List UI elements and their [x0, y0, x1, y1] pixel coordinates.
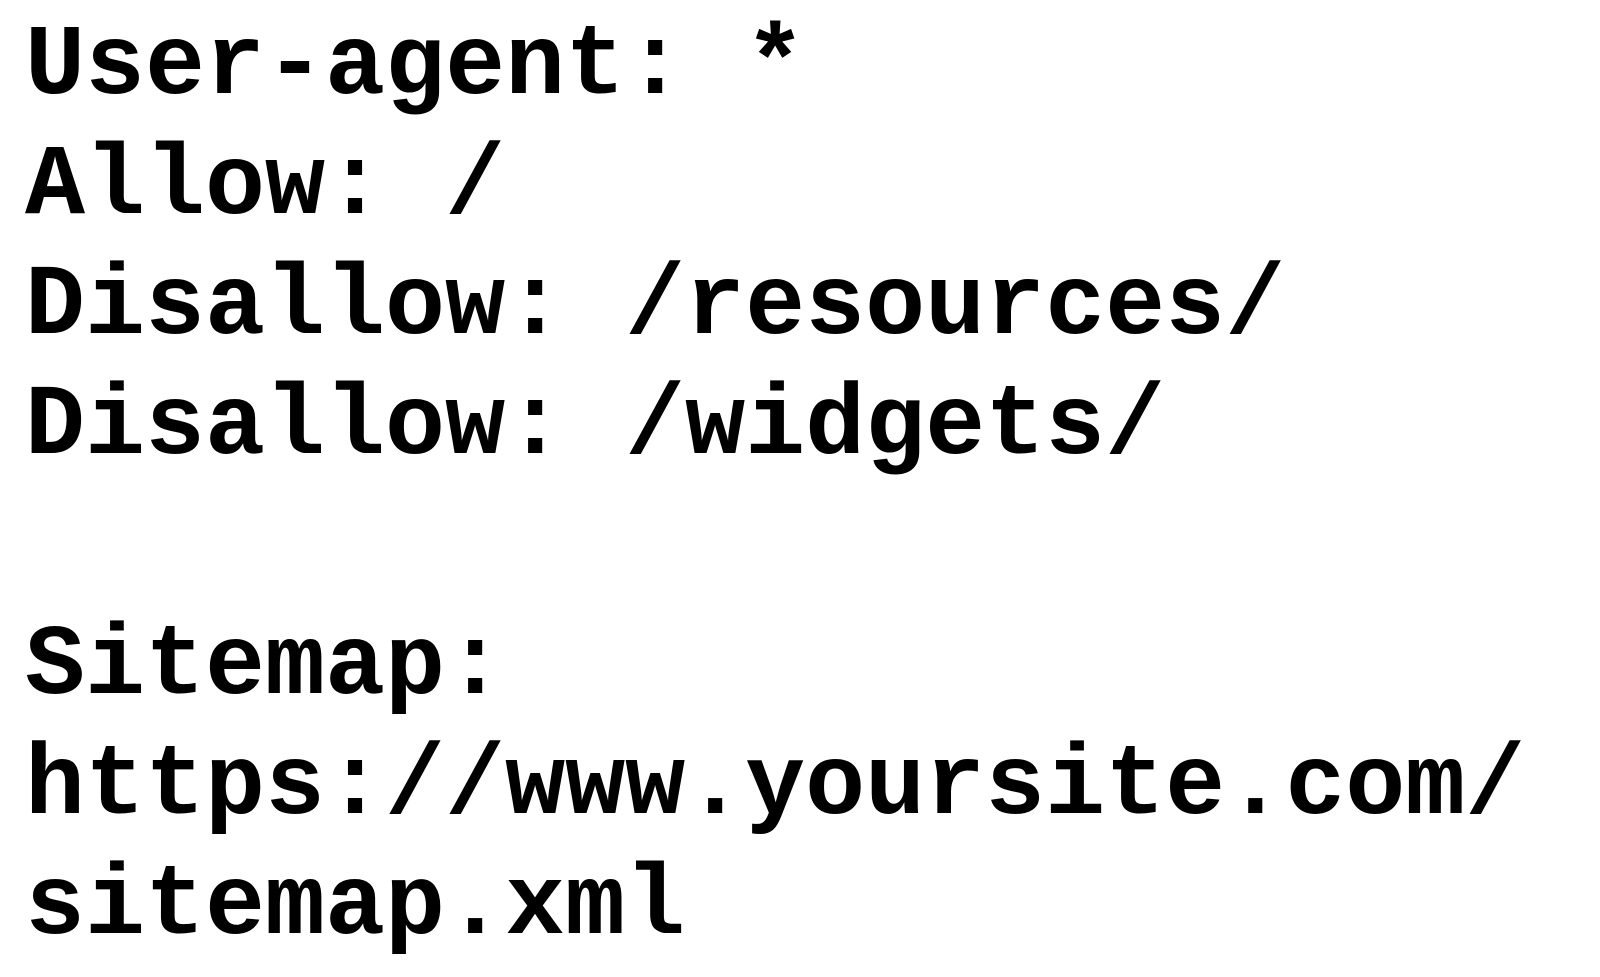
- line-blank: [25, 488, 1600, 608]
- line-disallow-widgets: Disallow: /widgets/: [25, 371, 1166, 484]
- line-sitemap-url-continued: sitemap.xml: [25, 851, 686, 964]
- line-sitemap-url: https://www.yoursite.com/: [25, 731, 1526, 844]
- line-allow: Allow: /: [25, 131, 506, 244]
- line-disallow-resources: Disallow: /resources/: [25, 251, 1286, 364]
- line-sitemap-label: Sitemap:: [25, 611, 506, 724]
- line-user-agent: User-agent: *: [25, 11, 806, 124]
